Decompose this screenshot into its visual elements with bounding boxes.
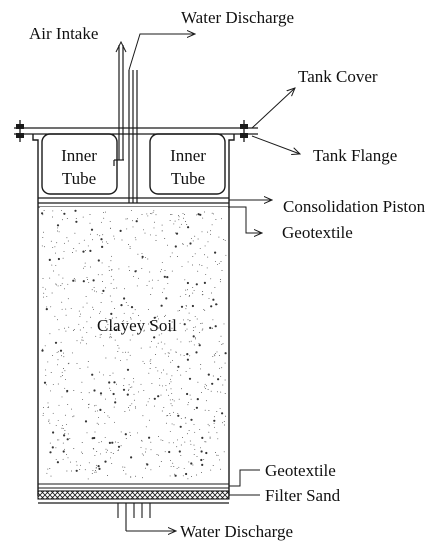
central-pipes	[128, 70, 138, 203]
label-inner-tube-right-line1: Inner	[170, 146, 206, 165]
filter-sand-layer	[37, 490, 230, 504]
label-air-intake: Air Intake	[29, 24, 98, 43]
bottom-discharge-pipes	[117, 503, 151, 531]
tank-flange	[32, 134, 235, 496]
leader-tank-flange	[251, 135, 300, 154]
inner-tube-right	[149, 133, 226, 195]
leader-geotextile-bottom	[229, 469, 260, 487]
label-geotextile-bottom: Geotextile	[265, 461, 336, 480]
soil-speckles	[41, 209, 227, 480]
label-filter-sand: Filter Sand	[265, 486, 341, 505]
label-inner-tube-right-line2: Tube	[171, 169, 205, 188]
label-tank-cover: Tank Cover	[298, 67, 378, 86]
inner-tube-left	[41, 133, 118, 195]
label-tank-flange: Tank Flange	[313, 146, 397, 165]
label-water-discharge-top: Water Discharge	[181, 8, 294, 27]
label-inner-tube-left-line2: Tube	[62, 169, 96, 188]
label-inner-tube-left-line1: Inner	[61, 146, 97, 165]
label-consolidation-piston: Consolidation Piston	[283, 197, 426, 216]
bolt-left-icon	[16, 120, 24, 142]
label-geotextile-top: Geotextile	[282, 223, 353, 242]
geotextile-bottom-layer	[38, 483, 229, 489]
label-water-discharge-bottom: Water Discharge	[180, 522, 293, 541]
leader-geotextile-top	[229, 206, 262, 233]
clayey-soil-region	[40, 207, 228, 482]
label-clayey-soil: Clayey Soil	[97, 316, 177, 335]
air-intake-pipe	[113, 40, 127, 166]
bolt-right-icon	[240, 120, 248, 142]
tank-cover-plate	[14, 127, 258, 135]
leader-water-discharge-top	[128, 34, 195, 71]
leader-tank-cover	[251, 88, 295, 129]
